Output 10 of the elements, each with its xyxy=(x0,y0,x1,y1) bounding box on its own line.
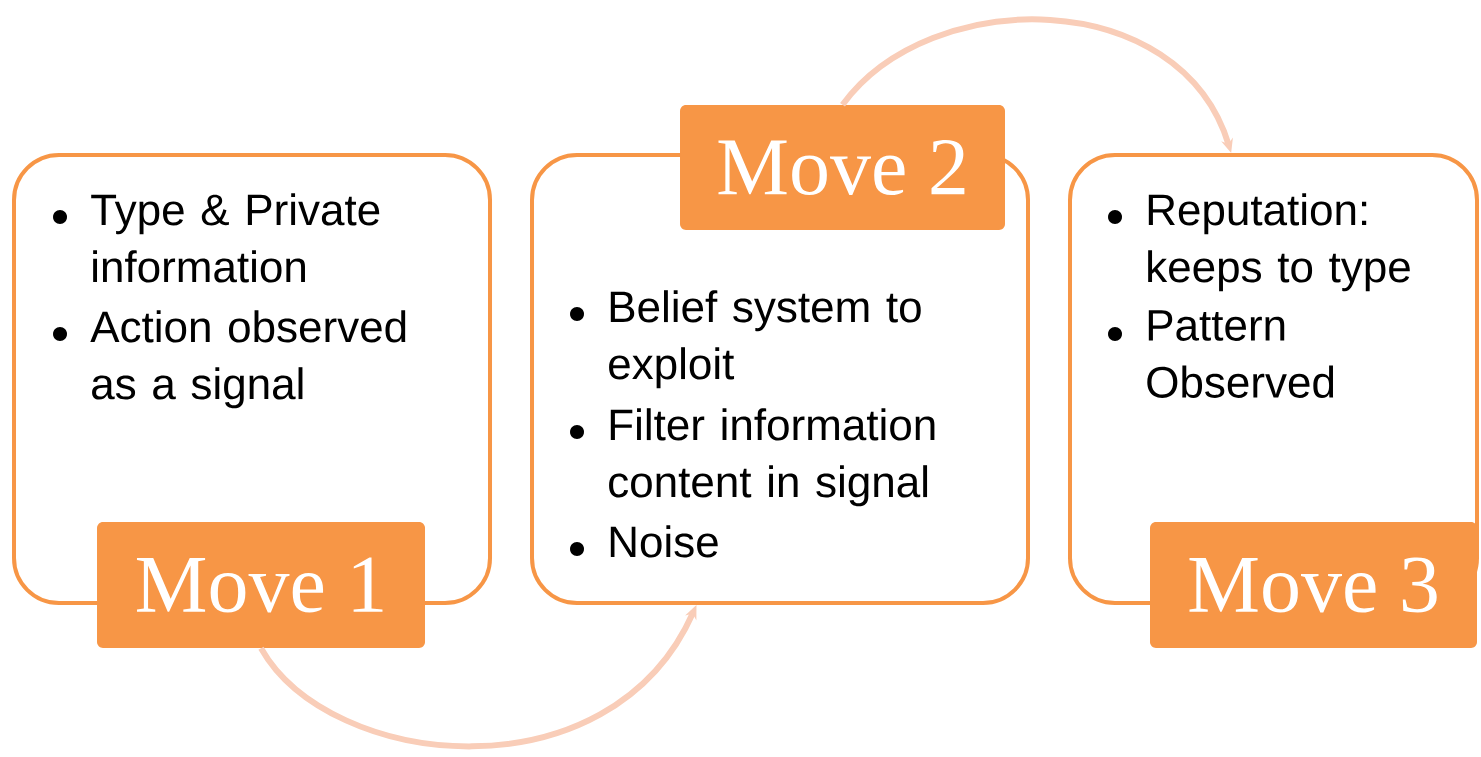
bullet-text: Reputation: keeps to type xyxy=(1148,193,1410,292)
bullet-text: Pattern Observed xyxy=(1147,310,1334,398)
bullet-text: Noise xyxy=(610,525,718,558)
bullet-text: Filter information content in signal xyxy=(609,408,935,507)
bullet-text: Belief system to exploit xyxy=(609,290,921,389)
title-tab: Move 2 xyxy=(680,105,1005,230)
bullet-text: Action observed as a signal xyxy=(90,310,406,409)
bullet-text: Type & Private information xyxy=(91,193,380,283)
title-tab: Move 1 xyxy=(97,522,425,648)
title-tab: Move 3 xyxy=(1150,522,1477,648)
